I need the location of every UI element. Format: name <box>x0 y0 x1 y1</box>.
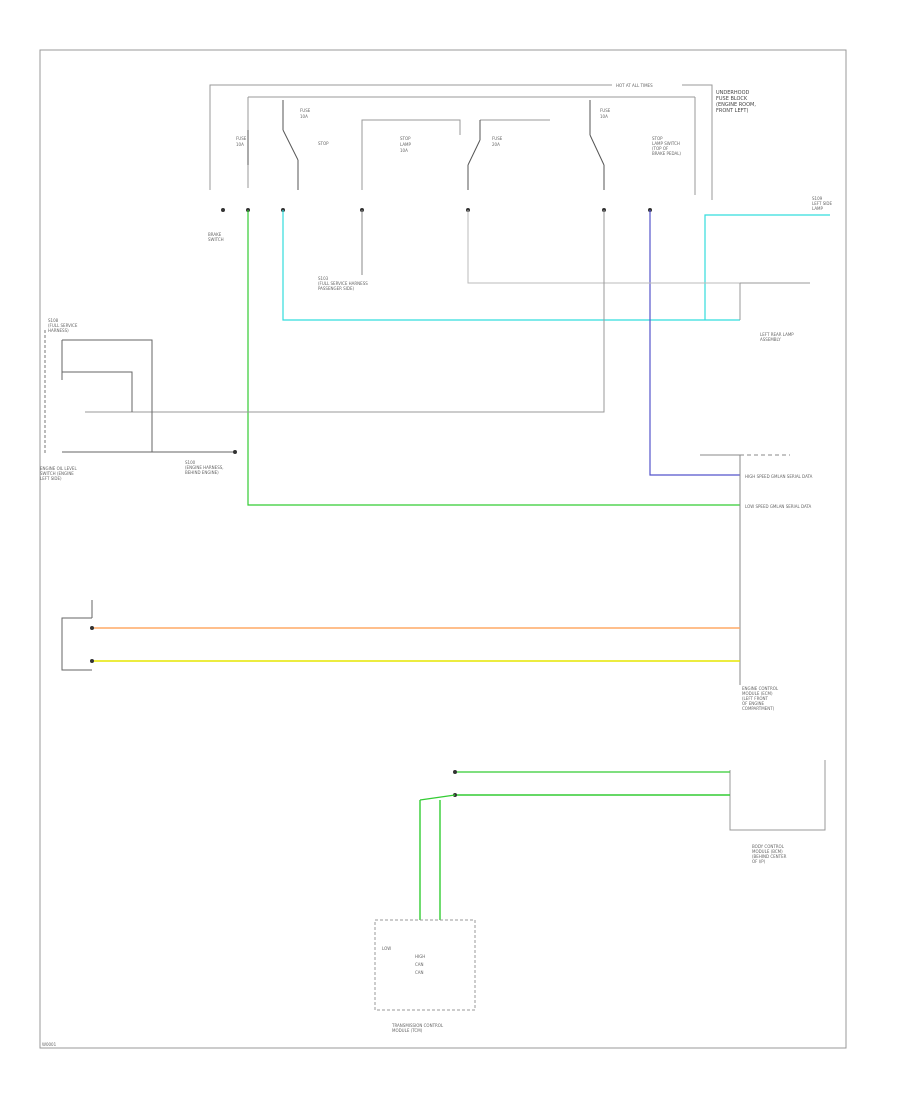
switch-1: FUSE 10A STOP <box>282 100 329 190</box>
svg-text:S108 (FULL SERVICE: S108 (FULL SERVICE HARNESS) <box>48 318 79 333</box>
svg-text:FUSE: FUSE <box>236 136 247 141</box>
ecm-label: ENGINE CONTROL MODULE (ECM) (LEFT FRONT … <box>742 686 779 711</box>
transmission-control-module: LOW HIGH CAN CAN TRANSMISSION CONTROL MO… <box>374 794 476 1033</box>
svg-text:LOW HIGH CAN: LOW HIGH CAN CAN <box>382 946 427 975</box>
svg-text:S100 (ENGINE HARNESS,: S100 (ENGINE HARNESS, BEHIND ENGINE) <box>185 460 225 475</box>
svg-text:10A: 10A <box>400 148 408 153</box>
switch-3: FUSE 10A <box>589 100 611 190</box>
wire-green-1 <box>247 210 740 506</box>
svg-text:LAMP: LAMP <box>400 142 412 147</box>
svg-text:STOP: STOP <box>318 141 329 146</box>
figure-id: W0001 <box>42 1042 57 1047</box>
hot-at-all-times-label: HOT AT ALL TIMES <box>616 83 653 88</box>
svg-text:STOP: STOP <box>400 136 411 141</box>
fuse-block: HOT AT ALL TIMES UNDERHOOD FUSE BLOCK (E… <box>208 80 758 242</box>
svg-text:FUSE: FUSE <box>300 108 311 113</box>
svg-text:10A: 10A <box>300 114 308 119</box>
diagram-frame <box>39 49 847 1049</box>
fuse-3: STOP LAMP 10A <box>400 136 412 153</box>
svg-text:ENGINE OIL LEVEL SWITCH: ENGINE OIL LEVEL SWITCH (ENGINE LEFT SID… <box>40 466 78 481</box>
svg-text:10A: 10A <box>600 114 608 119</box>
left-lamp-label: S109 LEFT SIDE LAMP <box>812 196 833 211</box>
can-low-label: LOW SPEED GMLAN SERIAL DATA <box>745 504 812 509</box>
wire-cyan <box>282 210 740 321</box>
splice-mid-label: S103 (FULL SERVICE HARNESS PASSENGER SID… <box>318 276 369 291</box>
wire-cyan-2 <box>704 214 830 320</box>
wire-gray-2 <box>467 210 740 284</box>
fuse-block-label: UNDERHOOD FUSE BLOCK (ENGINE ROOM, FRONT… <box>716 90 758 114</box>
fuse-1: FUSE 10A <box>236 130 249 165</box>
svg-text:BODY CONTROL MODULE (BCM: BODY CONTROL MODULE (BCM) (BEHIND CENTER… <box>752 844 788 864</box>
svg-text:20A: 20A <box>492 142 500 147</box>
svg-text:TRANSMISSION CONTROL MOD: TRANSMISSION CONTROL MODULE (TCM) <box>391 1023 444 1033</box>
left-rear-lamp-label: LEFT REAR LAMP ASSEMBLY <box>760 332 795 342</box>
engine-sensor-box <box>61 600 94 671</box>
body-control-module: BODY CONTROL MODULE (BCM) (BEHIND CENTER… <box>453 760 826 864</box>
wire-blue <box>649 210 740 476</box>
left-circuit: S108 (FULL SERVICE HARNESS) ENGINE OIL L… <box>40 318 237 481</box>
wire-gray-3 <box>85 210 605 413</box>
ecm-connector: HIGH SPEED GMLAN SERIAL DATA LOW SPEED G… <box>700 454 813 685</box>
connector-pins <box>221 208 652 212</box>
stop-lamp-switch-label: STOP LAMP SWITCH (TOP OF BRAKE PEDAL) <box>652 136 681 156</box>
svg-text:10A: 10A <box>236 142 244 147</box>
can-high-label: HIGH SPEED GMLAN SERIAL DATA <box>745 474 813 479</box>
switch-2: FUSE 20A <box>467 119 550 190</box>
brake-switch-label: BRAKE SWITCH <box>208 232 224 242</box>
svg-text:FUSE: FUSE <box>492 136 503 141</box>
svg-text:FUSE: FUSE <box>600 108 611 113</box>
